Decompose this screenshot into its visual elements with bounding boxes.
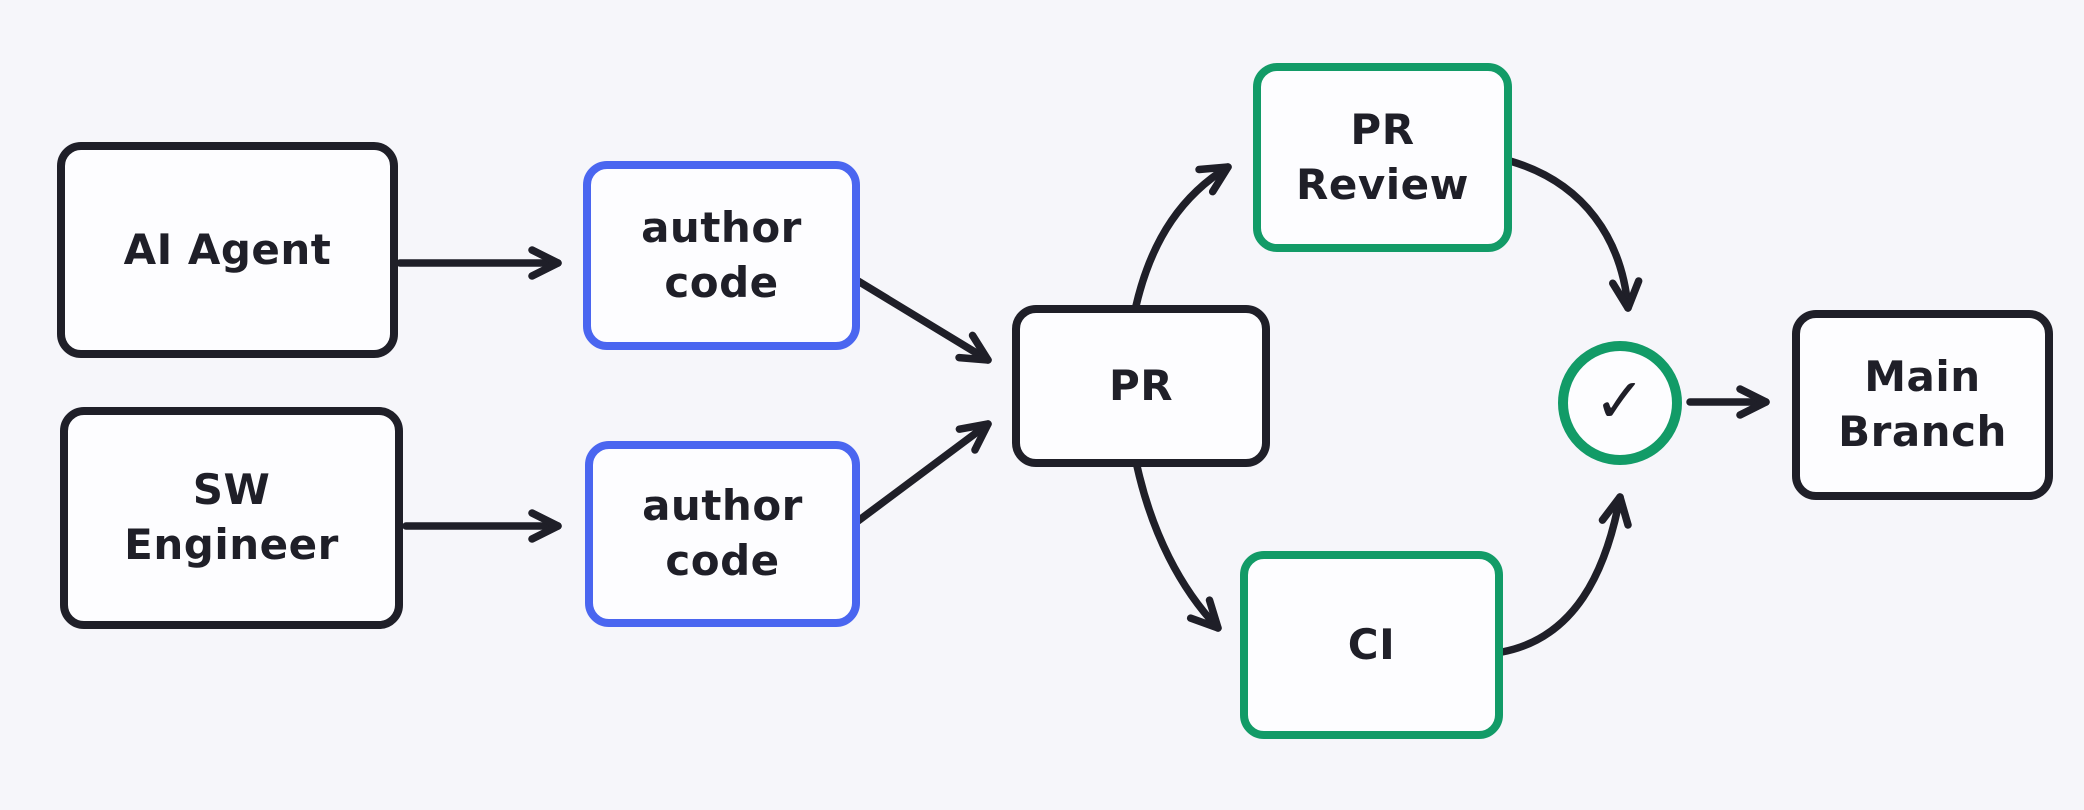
node-ci-label: CI (1347, 619, 1396, 669)
node-author-code-top: author code (583, 161, 860, 350)
node-sw-engineer-label: SW Engineer (124, 465, 339, 569)
edge-author-code-top-to-pr (854, 277, 992, 364)
node-ai-agent: AI Agent (57, 142, 398, 358)
node-author-code-bottom-label: author code (642, 481, 803, 585)
node-author-code-bottom: author code (585, 441, 860, 627)
node-approval-check: ✓ (1558, 341, 1682, 465)
checkmark-icon: ✓ (1593, 363, 1647, 437)
node-author-code-top-label: author code (641, 202, 802, 307)
edge-pr-to-pr-review (1132, 163, 1232, 310)
edge-pr-to-ci (1133, 462, 1222, 632)
edge-pr-review-to-approval (1506, 157, 1643, 312)
node-ai-agent-label: AI Agent (123, 224, 332, 274)
node-pr-review: PR Review (1253, 63, 1512, 252)
edge-ci-to-approval (1498, 493, 1632, 656)
node-main-branch-label: Main Branch (1838, 352, 2007, 456)
node-pr-label: PR (1108, 360, 1174, 410)
node-sw-engineer: SW Engineer (60, 407, 403, 629)
node-pr: PR (1012, 305, 1270, 467)
edge-author-code-bottom-to-pr (854, 420, 992, 525)
node-ci: CI (1240, 551, 1503, 739)
node-main-branch: Main Branch (1792, 310, 2053, 500)
node-pr-review-label: PR Review (1296, 104, 1469, 209)
